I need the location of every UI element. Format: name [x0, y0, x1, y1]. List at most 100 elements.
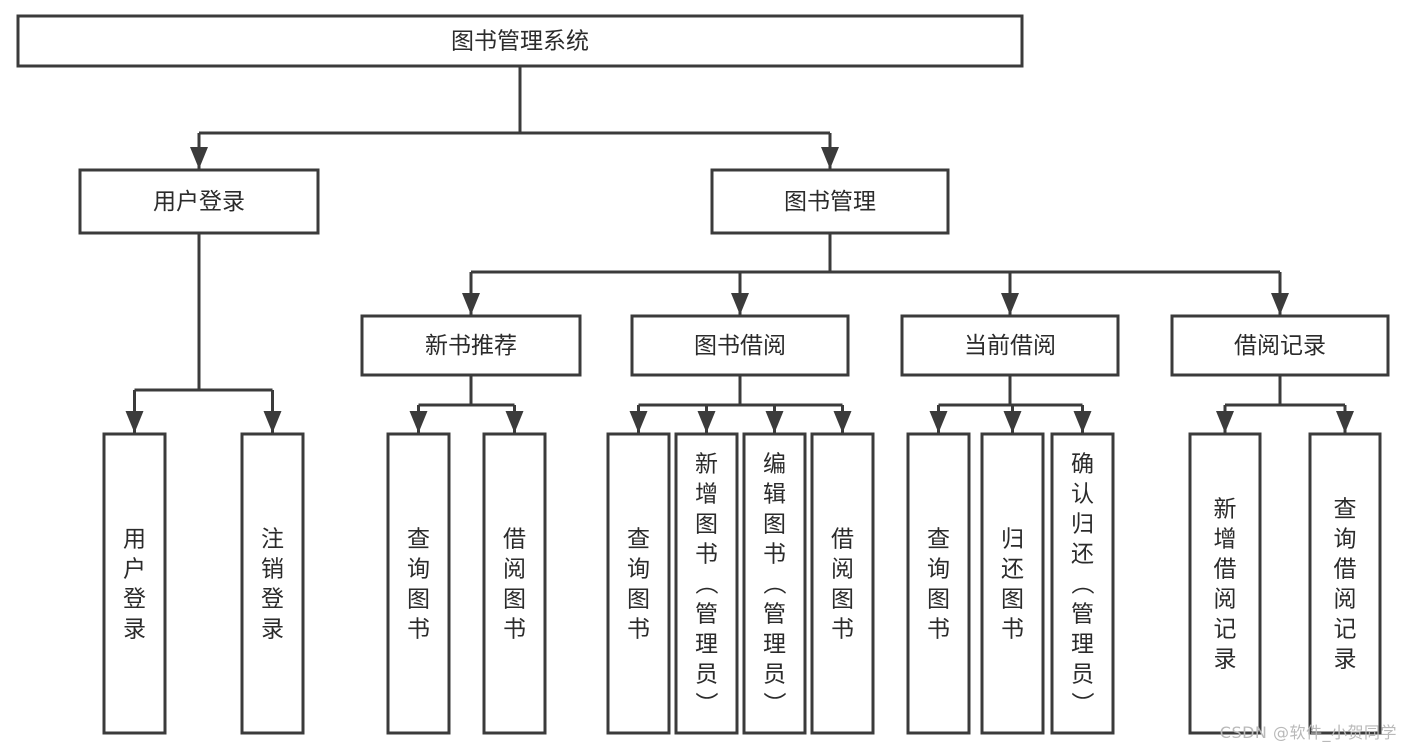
svg-text:理: 理	[763, 631, 786, 657]
node-level2-0[interactable]: 用户登录	[78, 168, 320, 235]
node-leaf-0[interactable]: 用户登录	[102, 432, 167, 735]
node-box	[606, 432, 671, 735]
svg-text:增: 增	[1214, 526, 1237, 552]
arrow-head	[629, 411, 648, 433]
node-label: 用户登录	[123, 526, 146, 642]
node-label: 图书借阅	[694, 333, 786, 359]
arrow-head	[462, 293, 480, 315]
svg-text:书: 书	[831, 616, 854, 642]
svg-text:管: 管	[1071, 601, 1094, 627]
arrow-head	[1001, 293, 1019, 315]
arrow-head	[125, 411, 144, 433]
node-box	[630, 314, 850, 377]
svg-text:记: 记	[1214, 616, 1237, 642]
arrow-head	[409, 411, 428, 433]
arrow-head	[929, 411, 948, 433]
node-level3-1[interactable]: 图书借阅	[630, 314, 850, 377]
svg-text:户: 户	[123, 556, 146, 582]
svg-text:还: 还	[1001, 556, 1024, 582]
svg-text:员: 员	[695, 661, 718, 687]
svg-text:辑: 辑	[763, 481, 786, 507]
svg-text:归: 归	[1071, 511, 1094, 537]
svg-text:借: 借	[1334, 556, 1357, 582]
svg-text:询: 询	[407, 556, 430, 582]
arrow-head	[821, 147, 839, 169]
svg-text:记: 记	[1334, 616, 1357, 642]
node-label: 图书管理	[784, 189, 876, 215]
svg-text:查: 查	[627, 526, 650, 552]
svg-text:理: 理	[1071, 631, 1094, 657]
node-level3-2[interactable]: 当前借阅	[900, 314, 1120, 377]
node-box	[482, 432, 547, 735]
svg-text:阅: 阅	[503, 556, 526, 582]
svg-text:）: ）	[761, 692, 787, 715]
svg-text:图: 图	[831, 586, 854, 612]
svg-text:录: 录	[123, 616, 146, 642]
svg-text:阅: 阅	[831, 556, 854, 582]
arrow-head	[833, 411, 852, 433]
node-level2-1[interactable]: 图书管理	[710, 168, 950, 235]
svg-text:录: 录	[1214, 646, 1237, 672]
node-box	[240, 432, 305, 735]
node-box	[810, 432, 875, 735]
node-box	[742, 432, 807, 735]
svg-text:确: 确	[1071, 451, 1094, 477]
svg-text:阅: 阅	[1334, 586, 1357, 612]
svg-text:销: 销	[261, 556, 284, 582]
svg-text:图: 图	[407, 586, 430, 612]
svg-text:阅: 阅	[1214, 586, 1237, 612]
node-root-0[interactable]: 图书管理系统	[16, 14, 1024, 68]
svg-text:图: 图	[1001, 586, 1024, 612]
svg-text:书: 书	[407, 616, 430, 642]
node-level3-0[interactable]: 新书推荐	[360, 314, 582, 377]
node-box	[1188, 432, 1262, 735]
svg-text:书: 书	[927, 616, 950, 642]
svg-text:询: 询	[627, 556, 650, 582]
node-box	[1170, 314, 1390, 377]
arrow-head	[1216, 411, 1234, 433]
svg-text:图: 图	[695, 511, 718, 537]
svg-text:询: 询	[927, 556, 950, 582]
node-label: 借阅记录	[1234, 333, 1326, 359]
arrow-head	[190, 147, 208, 169]
diagram-nodes: 图书管理系统用户登录图书管理新书推荐图书借阅当前借阅借阅记录用户登录注销登录查询…	[16, 14, 1390, 735]
node-box	[674, 432, 739, 735]
node-label: 新书推荐	[425, 333, 517, 359]
svg-text:借: 借	[503, 526, 526, 552]
svg-text:登: 登	[261, 586, 284, 612]
node-box	[1050, 432, 1115, 735]
svg-text:）: ）	[1069, 692, 1095, 715]
node-level3-3[interactable]: 借阅记录	[1170, 314, 1390, 377]
svg-text:编: 编	[763, 451, 786, 477]
svg-text:认: 认	[1071, 481, 1094, 507]
svg-text:管: 管	[695, 601, 718, 627]
node-label: 当前借阅	[964, 333, 1056, 359]
svg-text:查: 查	[1334, 496, 1357, 522]
svg-text:询: 询	[1334, 526, 1357, 552]
svg-text:录: 录	[261, 616, 284, 642]
arrow-head	[765, 411, 784, 433]
svg-text:图: 图	[503, 586, 526, 612]
svg-text:图: 图	[627, 586, 650, 612]
svg-text:书: 书	[503, 616, 526, 642]
